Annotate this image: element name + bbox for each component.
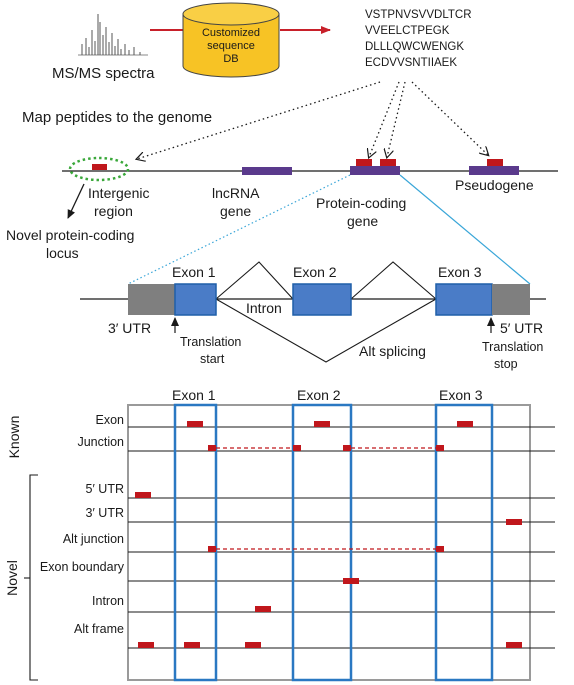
exon-1-box	[174, 283, 217, 316]
utr3-peptide	[506, 519, 522, 525]
db-label-line-1: Customized	[202, 27, 260, 39]
db-label-line-2: sequence	[207, 40, 255, 52]
novel-locus-label-2: locus	[46, 245, 79, 261]
zoom-line-left	[127, 174, 351, 285]
pseudogene-label: Pseudogene	[455, 177, 534, 193]
panel-exon3-frame	[434, 403, 494, 682]
utr5-label: 5′ UTR	[500, 320, 543, 336]
panel-exon1-label: Exon 1	[172, 387, 216, 403]
db-label-line-3: DB	[223, 53, 238, 65]
peptide-2: VVEELCTPEGK	[365, 25, 450, 37]
alt-frame-peptide-3	[245, 642, 261, 648]
exon-row-peptide-3	[457, 421, 473, 427]
gene-exon3-label: Exon 3	[438, 264, 482, 280]
peptide-4: ECDVVSNTIIAEK	[365, 57, 457, 69]
intergenic-label-1: Intergenic	[88, 185, 149, 201]
intron-label: Intron	[246, 300, 282, 316]
pseudogene-bar	[469, 166, 519, 175]
alt-frame-peptide-2	[184, 642, 200, 648]
row-label-exon: Exon	[96, 413, 125, 427]
mapping-dotted-arrows	[137, 81, 488, 159]
known-group-label: Known	[6, 416, 22, 459]
peptide-1: VSTPNVSVVDLTCR	[365, 9, 472, 21]
intergenic-ellipse	[68, 156, 130, 182]
row-label-3utr: 3′ UTR	[86, 506, 124, 520]
junction-peptide-1a	[208, 445, 216, 451]
translation-stop-label-1: Translation	[482, 340, 543, 354]
novel-locus-label-1: Novel protein-coding	[6, 227, 134, 243]
translation-start-label-2: start	[200, 352, 225, 366]
exon-3-box	[435, 283, 493, 316]
panel-exon3-label: Exon 3	[439, 387, 483, 403]
row-label-5utr: 5′ UTR	[86, 482, 124, 496]
lncrna-gene-bar	[242, 167, 292, 175]
novel-bracket	[29, 474, 38, 681]
translation-start-label-1: Translation	[180, 335, 241, 349]
exon-row-peptide-2	[314, 421, 330, 427]
intergenic-label-2: region	[94, 203, 133, 219]
row-label-exon-boundary: Exon boundary	[40, 560, 125, 574]
intergenic-peptide	[92, 164, 107, 170]
splice-lines	[215, 261, 437, 363]
row-label-junction: Junction	[77, 435, 124, 449]
panel-exon1-frame	[173, 403, 218, 682]
junction-peptide-2a	[343, 445, 351, 451]
protein-coding-gene-bar	[350, 166, 400, 175]
gene-exon2-label: Exon 2	[293, 264, 337, 280]
alt-frame-peptide-1	[138, 642, 154, 648]
alt-frame-peptide-4	[506, 642, 522, 648]
peptide-3: DLLLQWCWENGK	[365, 41, 464, 53]
exon-2-box	[292, 283, 352, 316]
utr3-label: 3′ UTR	[108, 320, 151, 336]
row-label-alt-frame: Alt frame	[74, 622, 124, 636]
exon-row-peptide-1	[187, 421, 203, 427]
zoom-line-right	[399, 174, 531, 285]
pseudogene-peptide	[487, 159, 503, 166]
novel-group-label: Novel	[4, 560, 20, 596]
translation-stop-label-2: stop	[494, 357, 518, 371]
alt-junction-peptide-b	[436, 546, 444, 552]
lncrna-label-2: gene	[220, 203, 251, 219]
gene-exon1-label: Exon 1	[172, 264, 216, 280]
panel-gray-frame	[127, 404, 531, 681]
protein-coding-peptide-2	[380, 159, 396, 166]
utr-3-box	[128, 284, 175, 315]
utr-5-box	[492, 284, 530, 315]
novel-locus-arrow	[67, 183, 85, 219]
spectra-label: MS/MS spectra	[52, 65, 155, 82]
panel-exon2-label: Exon 2	[297, 387, 341, 403]
intron-peptide	[255, 606, 271, 612]
panel-exon2-frame	[291, 403, 353, 682]
protein-coding-peptide-1	[356, 159, 372, 166]
row-label-alt-junction: Alt junction	[63, 532, 124, 546]
alt-splicing-label: Alt splicing	[359, 343, 426, 359]
lncrna-label-1: lncRNA	[212, 185, 260, 201]
junction-peptide-1b	[293, 445, 301, 451]
protein-coding-label-2: gene	[347, 213, 378, 229]
database-icon	[182, 2, 280, 78]
ms-spectra-icon	[78, 14, 148, 56]
panel-peptides	[135, 421, 522, 648]
protein-coding-label-1: Protein-coding	[316, 195, 406, 211]
utr5-peptide	[135, 492, 151, 498]
row-label-intron: Intron	[92, 594, 124, 608]
junction-peptide-2b	[436, 445, 444, 451]
exon-boundary-peptide	[343, 578, 359, 584]
map-title: Map peptides to the genome	[22, 109, 212, 126]
alt-junction-peptide-a	[208, 546, 216, 552]
